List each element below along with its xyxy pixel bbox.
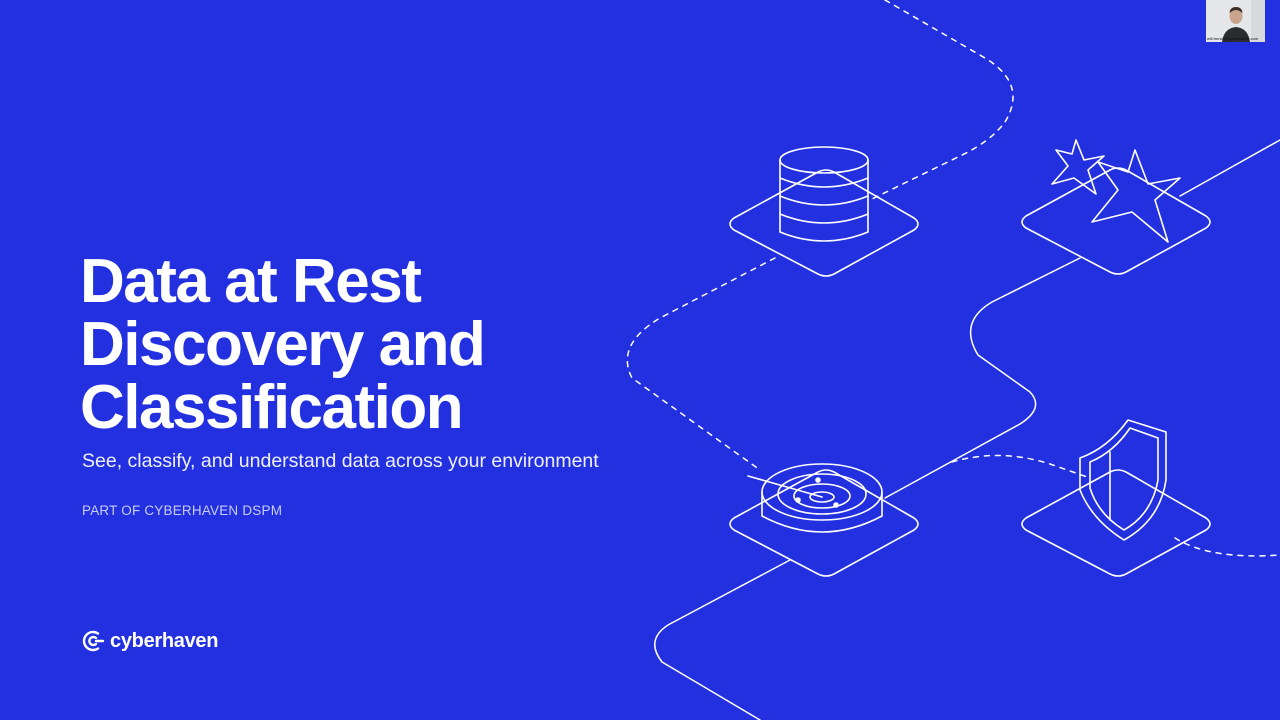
brand-name: cyberhaven xyxy=(110,629,219,652)
participant-avatar xyxy=(1206,0,1265,42)
brand-logo: cyberhaven xyxy=(80,628,218,654)
product-tagline: PART OF CYBERHAVEN DSPM xyxy=(82,503,283,518)
shield-icon xyxy=(1021,419,1211,577)
slide-subtitle: See, classify, and understand data acros… xyxy=(82,450,599,472)
participant-video-tile[interactable]: will.trench@cyberhaven.com xyxy=(1206,0,1265,42)
slide-title-line-2: Discovery and xyxy=(80,310,486,379)
slide-title: Data at Rest Discovery and Classificatio… xyxy=(80,247,486,442)
stars-icon xyxy=(1021,139,1211,275)
slide-title-line-1: Data at Rest xyxy=(80,247,422,316)
slide-title-line-3: Classification xyxy=(80,373,464,442)
participant-name-label: will.trench@cyberhaven.com xyxy=(1207,36,1259,41)
database-icon xyxy=(729,146,919,277)
radar-icon xyxy=(729,463,919,577)
solid-connector-lines xyxy=(654,139,1280,720)
dashed-connector-lines xyxy=(626,0,1280,557)
cyberhaven-logo-icon xyxy=(82,630,105,652)
